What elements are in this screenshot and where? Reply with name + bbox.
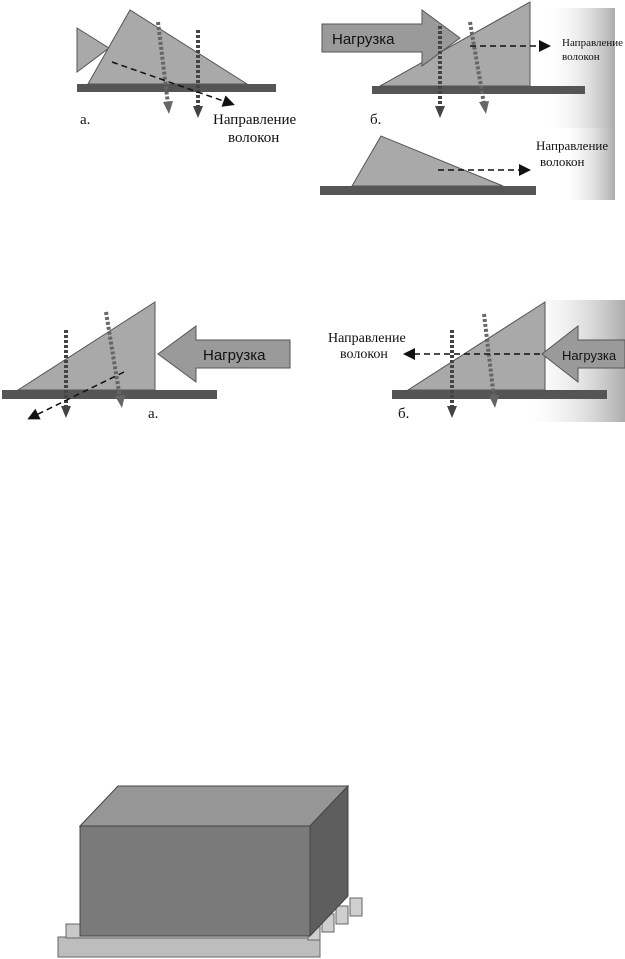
- wedge-shape: [76, 27, 110, 73]
- fiber-direction-label: Направление: [536, 138, 608, 153]
- base-bar: [2, 390, 217, 399]
- base-bar: [392, 390, 607, 399]
- fiber-direction-label: волокон: [340, 347, 388, 362]
- panel-letter: а.: [80, 112, 90, 128]
- bedding-board: [57, 936, 321, 958]
- figure-1-panel-c: Направление волокон: [320, 128, 615, 200]
- screw-inclined: [104, 311, 125, 408]
- figure-3-stacked-block: [57, 784, 363, 958]
- screw-vertical: [435, 26, 445, 118]
- screw-inclined: [482, 313, 499, 408]
- figure-1: а. Направление волокон Нагрузка Направле…: [76, 1, 623, 200]
- panel-letter: б.: [370, 112, 381, 128]
- panel-letter: б.: [398, 406, 409, 422]
- base-bar: [77, 84, 276, 92]
- fiber-direction-arrow: [111, 61, 235, 107]
- shading-band: [545, 8, 615, 128]
- fiber-direction-label: Направление: [562, 37, 623, 49]
- box-top: [78, 785, 350, 827]
- load-label: Нагрузка: [332, 31, 395, 48]
- box-front: [79, 825, 311, 937]
- screw-inclined: [468, 21, 489, 114]
- base-bar: [372, 86, 585, 94]
- fiber-direction-label: волокон: [228, 130, 279, 146]
- fiber-direction-label: волокон: [562, 51, 600, 63]
- load-arrow: [541, 324, 625, 384]
- figure-1-panel-b: Нагрузка Направление волокон б.: [321, 1, 623, 128]
- figure-2: Нагрузка а. Нагрузка: [2, 300, 625, 422]
- load-arrow: [157, 325, 291, 383]
- figure-2-panel-a: Нагрузка а.: [2, 301, 291, 422]
- screw-vertical: [447, 330, 457, 418]
- screw-vertical: [61, 330, 71, 418]
- base-bar: [320, 186, 536, 195]
- screw-inclined: [156, 21, 173, 114]
- figure-2-panel-b: Нагрузка Направление волокон б.: [328, 300, 625, 422]
- wedge-shape: [406, 301, 546, 391]
- fiber-direction-label: Направление: [328, 331, 406, 346]
- fiber-direction-label: волокон: [540, 154, 585, 169]
- load-label: Нагрузка: [562, 348, 617, 363]
- shading-band: [560, 128, 615, 200]
- wedge-shape: [16, 301, 156, 391]
- panel-letter: а.: [148, 406, 158, 422]
- load-label: Нагрузка: [203, 347, 266, 364]
- fiber-direction-arrow: [27, 371, 125, 420]
- screw-vertical: [193, 30, 203, 118]
- figure-1-panel-a: а. Направление волокон: [76, 9, 297, 146]
- wedge-shape: [87, 9, 249, 85]
- wedge-shape: [351, 135, 504, 187]
- fiber-direction-label: Направление: [213, 112, 297, 128]
